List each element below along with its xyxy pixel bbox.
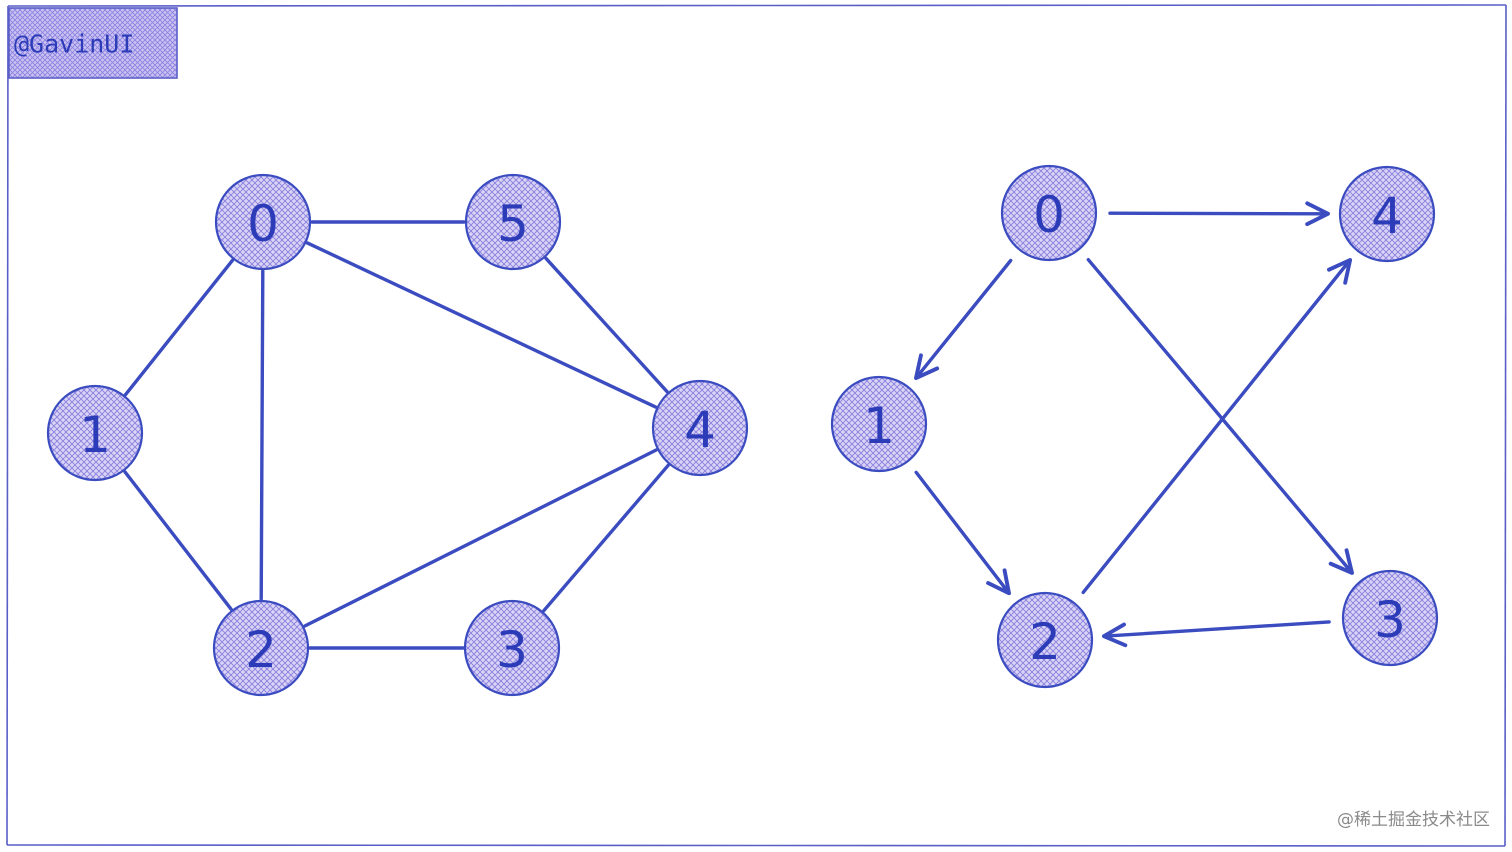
node-0-label: 0 [247, 195, 279, 253]
node-1-label: 1 [79, 406, 111, 464]
node-0-label: 0 [1033, 186, 1065, 244]
watermark: @稀土掘金技术社区 [1337, 810, 1490, 830]
frame [6, 4, 1507, 847]
node-2-label: 2 [245, 621, 277, 679]
node-0-circle [214, 173, 312, 271]
node-3-label: 3 [1374, 591, 1406, 649]
edge-2-4 [1081, 258, 1353, 595]
node-3: 3 [463, 599, 561, 697]
node-1-label: 1 [863, 397, 895, 455]
node-0-circle [1000, 164, 1098, 262]
node-1: 1 [46, 384, 144, 482]
edge-2-4 [303, 448, 658, 628]
edge-0-4 [1108, 201, 1330, 227]
edge-0-2 [259, 269, 265, 601]
directed-graph-nodes: 0 4 1 2 3 [830, 164, 1439, 689]
edge-0-4 [305, 241, 658, 409]
undirected-graph: 0 5 1 4 2 3 [46, 173, 749, 697]
directed-graph: 0 4 1 2 3 [830, 164, 1439, 689]
node-4-label: 4 [684, 401, 716, 459]
node-1: 1 [830, 375, 928, 473]
edge-5-4 [544, 256, 669, 394]
undirected-graph-nodes: 0 5 1 4 2 3 [46, 173, 749, 697]
edge-3-2 [1101, 620, 1331, 648]
node-2: 2 [212, 599, 310, 697]
node-3: 3 [1341, 569, 1439, 667]
node-3-label: 3 [496, 621, 528, 679]
node-3-circle [1341, 569, 1439, 667]
node-1-circle [46, 384, 144, 482]
node-1-circle [830, 375, 928, 473]
node-2-circle [996, 591, 1094, 689]
node-4: 4 [651, 379, 749, 477]
node-4: 4 [1338, 165, 1436, 263]
edge-0-1 [123, 258, 235, 397]
author-badge: @GavinUI [8, 7, 178, 79]
directed-graph-edges [914, 201, 1354, 648]
edge-3-4 [542, 463, 670, 613]
node-2-label: 2 [1029, 613, 1061, 671]
node-3-circle [463, 599, 561, 697]
node-4-circle [1338, 165, 1436, 263]
node-0: 0 [214, 173, 312, 271]
undirected-graph-edges [123, 220, 670, 650]
author-badge-text: @GavinUI [14, 30, 134, 59]
node-4-circle [651, 379, 749, 477]
edge-0-3 [1086, 258, 1354, 575]
edge-1-2 [123, 470, 233, 611]
node-0: 0 [1000, 164, 1098, 262]
node-2: 2 [996, 591, 1094, 689]
node-4-label: 4 [1371, 187, 1403, 245]
node-5: 5 [464, 173, 562, 271]
node-5-label: 5 [497, 195, 529, 253]
node-5-circle [464, 173, 562, 271]
edge-1-2 [914, 470, 1011, 596]
edge-0-1 [914, 258, 1013, 381]
node-2-circle [212, 599, 310, 697]
